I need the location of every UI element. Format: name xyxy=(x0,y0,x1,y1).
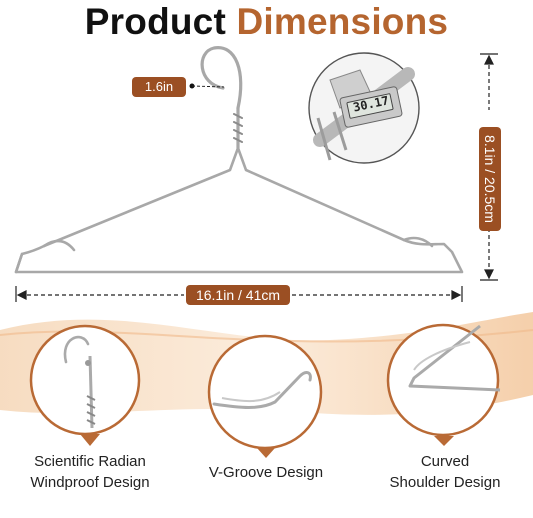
caption-line: Shoulder Design xyxy=(389,474,501,491)
width-label: 16.1in / 41cm xyxy=(186,285,290,305)
caption-shoulder: Curved Shoulder Design xyxy=(365,451,525,493)
caption-line: Windproof Design xyxy=(30,474,150,491)
detail-circle-hook xyxy=(29,324,141,446)
width-dimension-line xyxy=(15,286,463,302)
caption-line: Curved xyxy=(420,453,470,470)
page-title: Product Dimensions xyxy=(0,2,533,42)
title-word-product: Product xyxy=(84,1,226,42)
caption-windproof: Scientific Radian Windproof Design xyxy=(10,451,170,493)
hook-size-label: 1.6in xyxy=(132,77,186,97)
title-word-dimensions: Dimensions xyxy=(236,1,449,42)
detail-circle-shoulder xyxy=(386,323,501,446)
hanger xyxy=(14,46,464,274)
height-dimension-line xyxy=(480,53,498,281)
caption-line: Scientific Radian xyxy=(34,453,146,470)
height-label: 8.1in / 20.5cm xyxy=(479,127,501,231)
detail-circle-vgroove xyxy=(207,334,323,458)
caption-line: V-Groove Design xyxy=(208,464,324,481)
caption-vgroove: V-Groove Design xyxy=(186,462,346,483)
caliper-photo xyxy=(308,52,420,164)
